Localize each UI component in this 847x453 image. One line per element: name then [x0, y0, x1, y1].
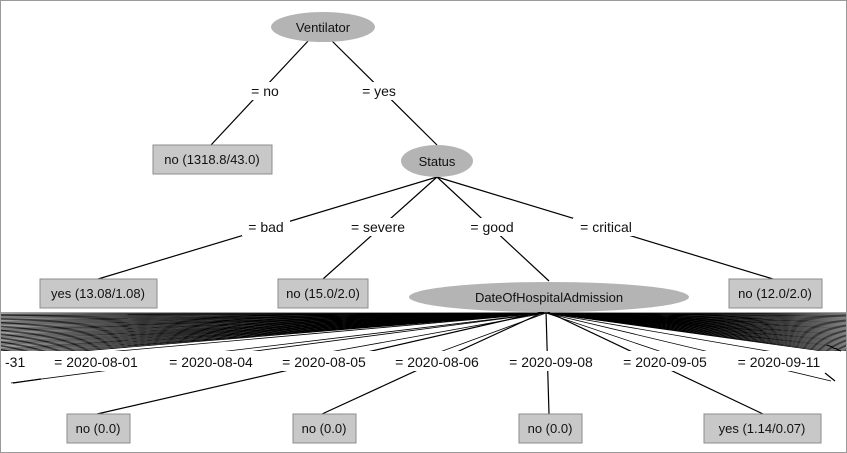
edge-label-good: = good [470, 219, 513, 235]
date-leaf-1-label: no (0.0) [76, 421, 121, 436]
edge-label-date-5: = 2020-09-08 [509, 354, 593, 370]
date-edge-connectors [12, 344, 842, 384]
fan-edge-left [1, 312, 547, 358]
edge-label-date-2: = 2020-08-04 [169, 354, 253, 370]
edge-label-no: = no [251, 83, 279, 99]
edge-label-critical: = critical [580, 219, 632, 235]
leaf-severe-label: no (15.0/2.0) [286, 286, 360, 301]
leaf-no-ventilator-label: no (1318.8/43.0) [164, 152, 259, 167]
date-leaf-3[interactable]: no (0.0) [518, 413, 583, 444]
edge-labels: = no = yes = bad = severe = good = criti… [1, 82, 846, 371]
status-node[interactable]: Status [401, 145, 473, 177]
fan-edge-right [545, 312, 846, 355]
date-leaf-2-label: no (0.0) [302, 421, 347, 436]
leaf-bad-label: yes (13.08/1.08) [51, 286, 145, 301]
ventilator-node[interactable]: Ventilator [271, 12, 375, 42]
edge-label-date-cut: -31 [5, 354, 25, 370]
leaf-severe[interactable]: no (15.0/2.0) [277, 278, 369, 309]
edge-label-date-7: = 2020-09-11 [738, 354, 821, 370]
date-leaf-1[interactable]: no (0.0) [66, 413, 131, 444]
edge-label-date-4: = 2020-08-06 [395, 354, 479, 370]
date-node-edge-fan [1, 312, 846, 384]
edge-label-severe: = severe [351, 219, 405, 235]
ventilator-node-label: Ventilator [296, 20, 351, 35]
leaf-bad[interactable]: yes (13.08/1.08) [39, 278, 158, 309]
date-leaf-3-label: no (0.0) [528, 421, 573, 436]
date-leaf-4-label: yes (1.14/0.07) [719, 421, 806, 436]
date-of-hospital-admission-node[interactable]: DateOfHospitalAdmission [409, 282, 689, 312]
status-node-label: Status [419, 154, 456, 169]
edge-label-date-6: = 2020-09-05 [623, 354, 707, 370]
date-leaf-2[interactable]: no (0.0) [292, 413, 357, 444]
leaf-critical-label: no (12.0/2.0) [738, 286, 812, 301]
fan-edge-labeled [210, 312, 547, 354]
fan-edge-labeled [10, 312, 547, 384]
leaf-critical[interactable]: no (12.0/2.0) [728, 278, 823, 309]
edge-label-yes: = yes [362, 83, 396, 99]
date-node-label: DateOfHospitalAdmission [475, 290, 623, 305]
date-leaf-4[interactable]: yes (1.14/0.07) [703, 413, 822, 444]
fan-edge-labeled [545, 312, 666, 354]
edge-label-bad: = bad [248, 219, 283, 235]
edge-label-date-1: = 2020-08-01 [54, 354, 138, 370]
fan-edge-labeled [545, 312, 780, 354]
edge-label-date-3: = 2020-08-05 [282, 354, 366, 370]
fan-edge-labeled [95, 312, 547, 354]
leaf-no-ventilator[interactable]: no (1318.8/43.0) [152, 144, 273, 175]
